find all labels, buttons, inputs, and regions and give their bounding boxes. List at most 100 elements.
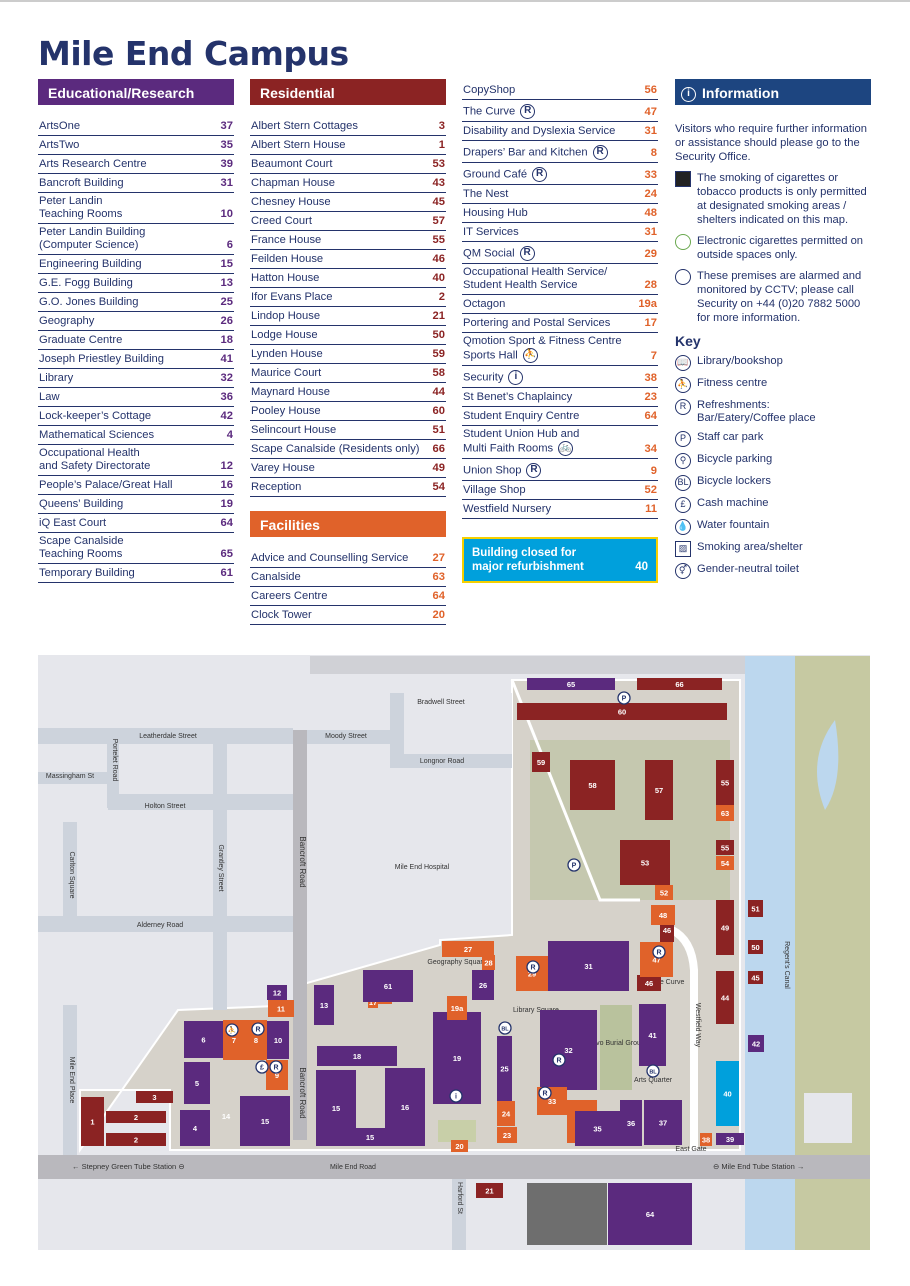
street-label: Harford St bbox=[456, 1182, 463, 1214]
building-48 bbox=[651, 905, 675, 925]
building-39 bbox=[716, 1133, 744, 1145]
amenity-icon-glyph: £ bbox=[260, 1065, 264, 1072]
item-label: Pooley House bbox=[251, 405, 321, 417]
water-fountain-icon: 💧 bbox=[675, 519, 691, 535]
item-label: Scape Canalside (Residents only) bbox=[251, 443, 420, 455]
item-label: G.O. Jones Building bbox=[39, 296, 139, 308]
building-61 bbox=[363, 970, 413, 1002]
amenity-icon bbox=[449, 1089, 463, 1103]
item-label: Geography bbox=[39, 315, 95, 327]
building-number: 58 bbox=[432, 367, 445, 379]
page-title: Mile End Campus bbox=[38, 34, 349, 73]
building-label: 53 bbox=[641, 859, 649, 868]
road bbox=[63, 1005, 77, 1155]
building-number: 15 bbox=[220, 258, 233, 270]
item-label: Disability and Dyslexia Service bbox=[463, 125, 616, 137]
amenity-icon-glyph: BL bbox=[649, 1070, 657, 1076]
building-label: 43 bbox=[721, 1010, 729, 1019]
building-number: 12 bbox=[220, 460, 233, 472]
item-label: The Nest bbox=[463, 188, 509, 200]
building-number: 64 bbox=[644, 410, 657, 422]
westfield-way bbox=[669, 926, 698, 1150]
item-label: Mathematical Sciences bbox=[39, 429, 155, 441]
building-number: 41 bbox=[220, 353, 233, 365]
building-label: 6 bbox=[201, 1036, 205, 1045]
street-label: Mile End Place bbox=[68, 1057, 75, 1104]
building-number: 18 bbox=[220, 334, 233, 346]
item-label: Student Union Hub and Multi Faith Rooms🚲 bbox=[463, 428, 580, 456]
item-label: Graduate Centre bbox=[39, 334, 123, 346]
building-number: 38 bbox=[644, 372, 657, 384]
qr-code[interactable] bbox=[226, 655, 288, 717]
road bbox=[452, 1179, 466, 1250]
item-label: iQ East Court bbox=[39, 517, 107, 529]
item-label: Lock-keeper’s Cottage bbox=[39, 410, 152, 422]
building-27 bbox=[442, 941, 494, 957]
building-number: 6 bbox=[226, 239, 233, 251]
item-label: Portering and Postal Services bbox=[463, 317, 611, 329]
refreshments-icon: R bbox=[532, 167, 548, 182]
building-number: 54 bbox=[432, 481, 445, 493]
building-label: 58 bbox=[588, 781, 596, 790]
info-intro: Visitors who require further information… bbox=[675, 123, 867, 163]
pond bbox=[817, 720, 839, 810]
key-item: 📖Library/bookshop bbox=[675, 355, 871, 371]
street-label: Carlton Square bbox=[68, 851, 75, 898]
building-number: 10 bbox=[220, 208, 233, 220]
building-number: 45 bbox=[432, 196, 445, 208]
building-33 bbox=[537, 1087, 567, 1115]
amenity-icon-glyph: R bbox=[556, 1058, 561, 1065]
building-59 bbox=[532, 752, 550, 772]
street-label: Portelet Road bbox=[111, 739, 118, 782]
building-label: 54 bbox=[721, 859, 730, 868]
street-label: Bancroft Road bbox=[298, 1067, 307, 1118]
building-number: 48 bbox=[644, 207, 657, 219]
building-label: 59 bbox=[537, 758, 545, 767]
building-52 bbox=[655, 885, 673, 900]
mile-end-tube-label: ⊖ Mile End Tube Station → bbox=[713, 1162, 804, 1171]
facility-icon: 🚲 bbox=[558, 441, 574, 456]
building-number: 43 bbox=[432, 177, 445, 189]
key-item: 💧Water fountain bbox=[675, 519, 871, 535]
building-label: 14 bbox=[222, 1112, 231, 1121]
building-36 bbox=[620, 1100, 642, 1146]
street-label: Westfield Way bbox=[694, 1003, 701, 1048]
list-item: Peter Landin Building (Computer Science)… bbox=[38, 224, 234, 255]
top-divider bbox=[0, 0, 910, 2]
building-number: 19 bbox=[220, 498, 233, 510]
building-47 bbox=[640, 942, 673, 977]
building-54 bbox=[716, 856, 734, 870]
building-3 bbox=[136, 1091, 173, 1103]
building-number: 32 bbox=[220, 372, 233, 384]
building-label: 66 bbox=[675, 680, 683, 689]
list-item: Occupational Health and Safety Directora… bbox=[38, 445, 234, 476]
item-label: Hatton House bbox=[251, 272, 320, 284]
street-label: Mile End Road bbox=[330, 1164, 376, 1171]
key-item: ⛹Fitness centre bbox=[675, 377, 871, 393]
building-label: 50 bbox=[751, 943, 759, 952]
lawn bbox=[438, 1120, 476, 1142]
building-29 bbox=[516, 956, 548, 991]
building-31 bbox=[548, 941, 629, 991]
item-label: People’s Palace/Great Hall bbox=[39, 479, 173, 491]
building-label: 64 bbox=[646, 1210, 655, 1219]
street-label: The Curve bbox=[652, 979, 685, 986]
building-label: 24 bbox=[502, 1110, 511, 1119]
